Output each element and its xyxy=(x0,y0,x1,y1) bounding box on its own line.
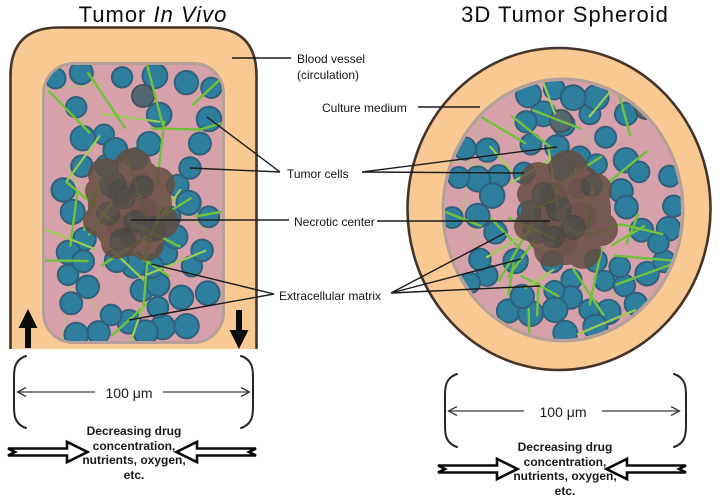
scale-label-left: 100 μm xyxy=(97,385,161,401)
ecm-fiber xyxy=(588,86,615,118)
ecm-fiber xyxy=(150,127,202,131)
tumor-cells-right xyxy=(445,81,681,339)
title-left-regular: Tumor xyxy=(78,2,154,27)
tumor-cell xyxy=(474,137,501,163)
tumor-cell xyxy=(647,231,670,255)
ecm-fiber xyxy=(194,208,222,218)
ecm-fiber xyxy=(146,249,207,276)
ecm-fiber xyxy=(69,189,79,247)
tumor-cell xyxy=(194,280,221,307)
ecm-fiber xyxy=(615,262,675,286)
ecm-fiber xyxy=(619,222,664,236)
label-culture-medium: Culture medium xyxy=(322,101,407,115)
tumor-cell xyxy=(608,255,632,279)
tumor-cell xyxy=(509,283,535,310)
tumor-cell xyxy=(541,296,569,324)
ecm-fiber xyxy=(45,258,89,263)
scale-bar-left xyxy=(13,355,254,429)
label-tumor-cells: Tumor cells xyxy=(287,167,349,181)
ecm-fiber xyxy=(614,254,681,263)
tumor-cell xyxy=(614,194,639,220)
necrotic-center-right xyxy=(514,150,618,269)
tumor-cell xyxy=(187,131,212,156)
tumor-cell xyxy=(59,291,84,316)
leader-ecm-left xyxy=(128,263,275,321)
ecm-fiber xyxy=(531,108,583,130)
tumor-cell xyxy=(190,238,214,263)
label-necrotic-center: Necrotic center xyxy=(294,215,375,229)
tumor-cell xyxy=(68,65,94,86)
scale-label-right: 100 μm xyxy=(531,404,595,420)
ecm-fiber xyxy=(47,90,91,134)
tumor-cell xyxy=(468,247,492,272)
ecm-fiber xyxy=(480,116,527,145)
ecm-fiber xyxy=(489,145,514,174)
gradient-note-left: Decreasing drug concentration, nutrients… xyxy=(82,424,186,482)
ecm-fiber xyxy=(571,267,605,316)
title-left-italic: In Vivo xyxy=(153,2,228,27)
tumor-cell xyxy=(662,194,681,218)
title-right: 3D Tumor Spheroid xyxy=(461,2,669,27)
tumor-cell xyxy=(168,284,195,311)
ecm-fiber xyxy=(524,268,555,289)
label-extracellular-matrix: Extracellular matrix xyxy=(279,289,382,303)
tumor-cell xyxy=(627,160,651,184)
tumor-cell xyxy=(197,205,221,229)
tumor-cell xyxy=(594,125,618,149)
tumor-cell xyxy=(173,313,200,340)
ecm-fiber xyxy=(625,213,640,245)
ecm-fiber xyxy=(144,65,164,126)
ecm-fiber xyxy=(507,262,515,296)
tumor-cell xyxy=(110,66,134,89)
ecm-fiber xyxy=(445,208,482,228)
leader-tumor-cells-left xyxy=(189,116,281,173)
tumor-cell xyxy=(63,321,90,341)
gradient-arrow-right-icon xyxy=(6,440,89,464)
ecm-fiber xyxy=(86,71,127,129)
tumor-cell xyxy=(478,182,506,209)
ecm-fiber xyxy=(588,246,604,306)
flow-down-arrow xyxy=(229,310,249,349)
ecm-fiber xyxy=(576,309,637,336)
ecm-fiber xyxy=(541,81,557,115)
ecm-fiber xyxy=(510,114,553,150)
tumor-cell xyxy=(99,303,123,327)
tumor-cell xyxy=(175,189,202,216)
ecm-fiber xyxy=(605,150,648,186)
gradient-note-right: Decreasing drug concentration, nutrients… xyxy=(513,440,617,498)
tumor-cell xyxy=(559,84,587,111)
leader-ecm-right xyxy=(390,232,541,294)
ecm-fiber xyxy=(196,119,222,132)
tumor-cell-dark xyxy=(131,84,155,108)
flow-up-arrow xyxy=(18,309,38,348)
ecm-fiber xyxy=(535,282,540,317)
ecm-fiber xyxy=(66,135,101,182)
tumor-cell xyxy=(173,69,200,96)
ecm-fiber xyxy=(45,229,96,250)
gradient-arrow-right-icon xyxy=(436,457,519,481)
tumor-cell xyxy=(65,96,88,119)
ecm-fiber xyxy=(101,112,161,123)
ecm-fiber xyxy=(126,306,144,341)
tumor-cell xyxy=(50,177,76,203)
title-left: Tumor In Vivo xyxy=(68,2,238,28)
scale-bar-right xyxy=(444,373,687,448)
label-blood-vessel: Blood vessel (circulation) xyxy=(297,52,366,82)
tumor-cell xyxy=(447,166,471,189)
leader-lines xyxy=(128,57,558,321)
necrotic-center-left xyxy=(83,148,179,261)
tumor-cell xyxy=(75,274,100,300)
tumor-cell xyxy=(514,110,538,134)
leader-tumor-cells-right xyxy=(361,146,558,174)
